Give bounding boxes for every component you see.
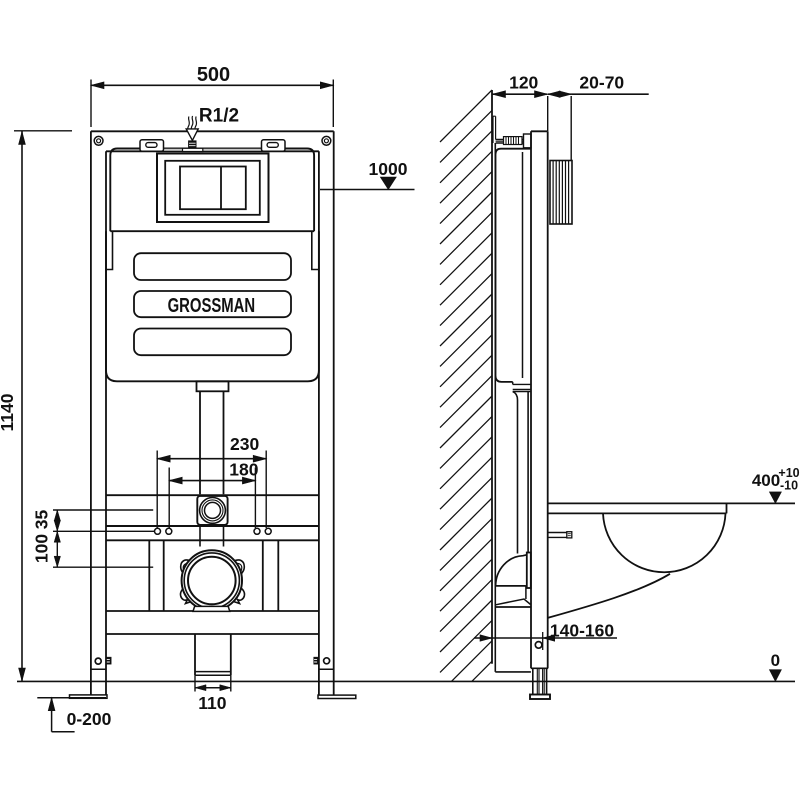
svg-text:140-160: 140-160 xyxy=(550,621,614,641)
svg-text:400: 400 xyxy=(752,471,780,490)
svg-text:120: 120 xyxy=(509,73,538,93)
svg-text:R1/2: R1/2 xyxy=(199,106,239,127)
svg-text:35: 35 xyxy=(32,510,52,530)
svg-text:-10: -10 xyxy=(780,479,798,493)
svg-text:500: 500 xyxy=(197,64,230,86)
svg-text:1000: 1000 xyxy=(369,159,408,179)
svg-text:230: 230 xyxy=(230,434,259,454)
svg-text:20-70: 20-70 xyxy=(579,73,624,93)
svg-text:180: 180 xyxy=(229,460,258,480)
svg-text:0: 0 xyxy=(771,651,780,670)
svg-text:GROSSMAN: GROSSMAN xyxy=(168,294,256,317)
svg-text:1140: 1140 xyxy=(0,393,17,431)
svg-text:0-200: 0-200 xyxy=(67,709,112,729)
svg-text:100: 100 xyxy=(32,534,52,563)
svg-text:+10: +10 xyxy=(778,466,799,480)
svg-text:110: 110 xyxy=(198,693,226,713)
